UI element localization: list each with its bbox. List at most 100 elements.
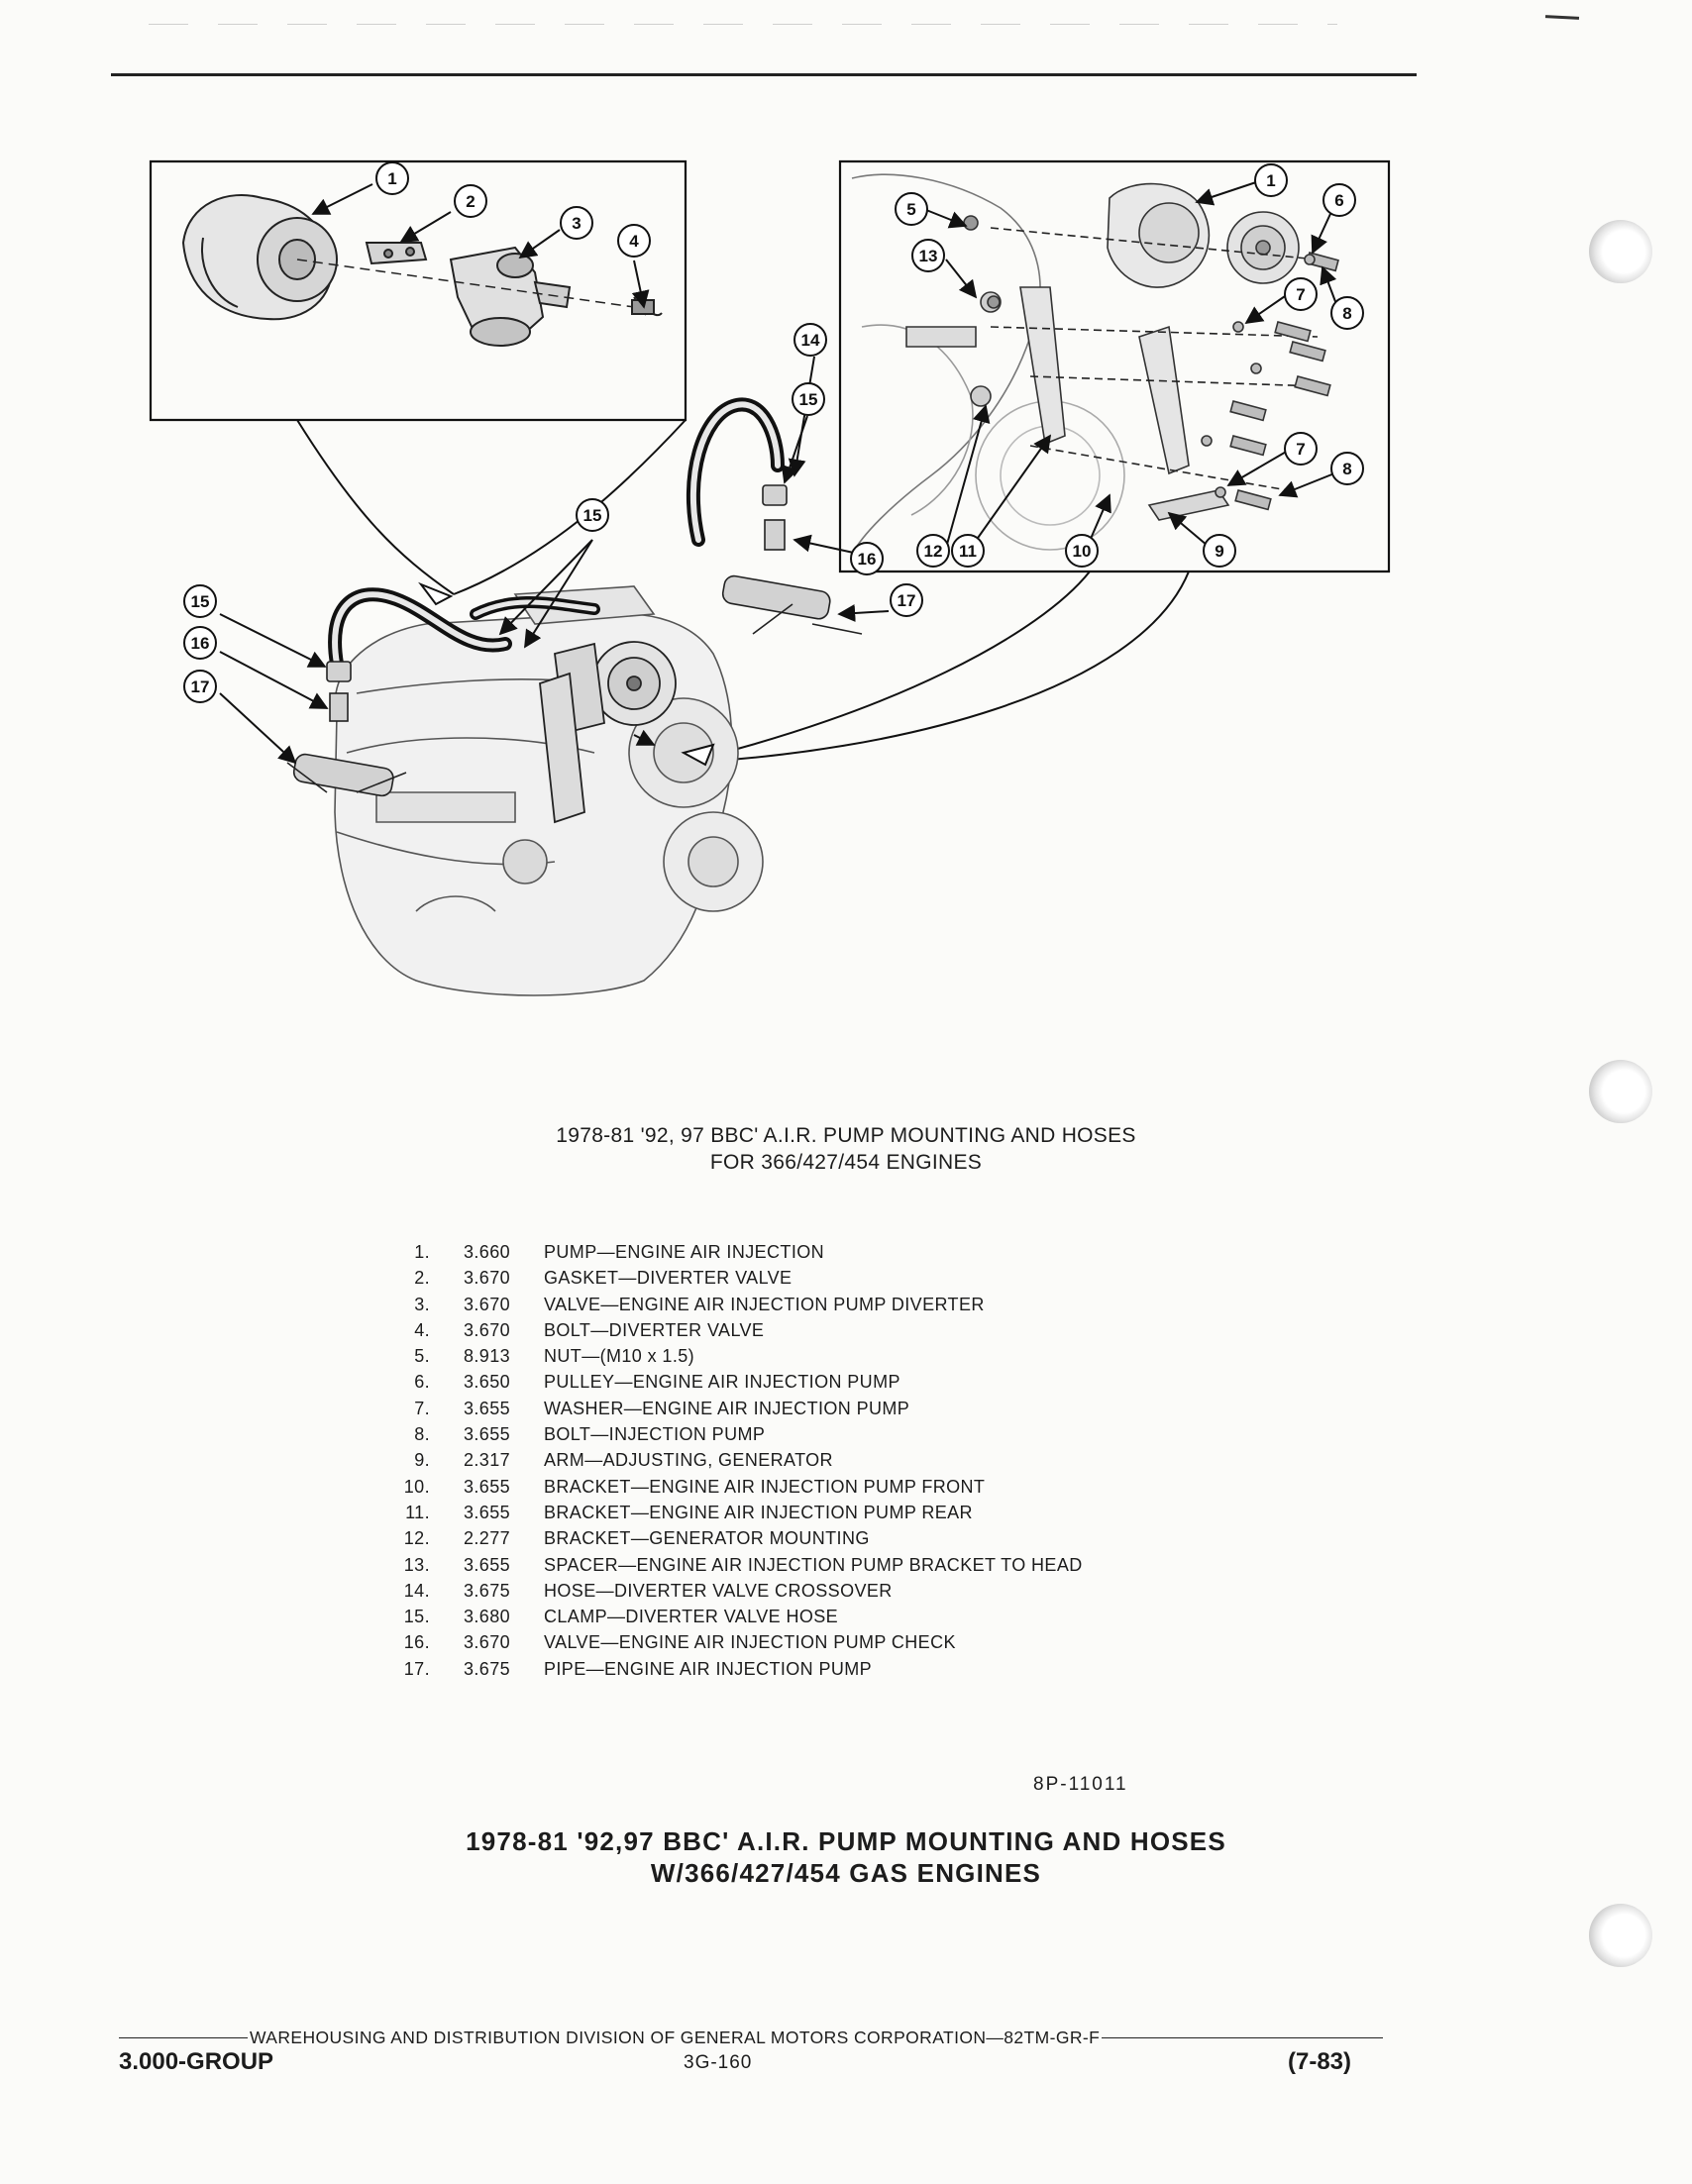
part-number: 17. <box>403 1658 430 1679</box>
callout-17b: 17 <box>183 670 217 703</box>
part-description: GASKET—DIVERTER VALVE <box>544 1268 793 1289</box>
footer-group: 3.000-GROUP <box>119 2048 274 2075</box>
callout-8b: 8 <box>1330 452 1364 485</box>
part-number: 2. <box>414 1268 430 1289</box>
svg-text:15: 15 <box>191 592 210 611</box>
callout-14: 14 <box>793 323 827 357</box>
callout-5: 5 <box>895 192 928 226</box>
part-group-code: 3.670 <box>464 1294 511 1314</box>
binder-hole-3 <box>1589 1904 1652 1967</box>
caption-small-line1: 1978-81 '92, 97 BBC' A.I.R. PUMP MOUNTIN… <box>556 1124 1136 1147</box>
part-group-code: 3.655 <box>464 1424 511 1445</box>
svg-text:3: 3 <box>572 214 581 233</box>
callout-16a: 16 <box>850 542 884 575</box>
part-description: VALVE—ENGINE AIR INJECTION PUMP CHECK <box>544 1632 956 1653</box>
callout-16b: 16 <box>183 626 217 660</box>
part-group-code: 2.277 <box>464 1528 511 1549</box>
part-number: 3. <box>414 1294 430 1314</box>
footer-revision-date: (7-83) <box>1288 2048 1352 2075</box>
svg-text:17: 17 <box>898 591 916 610</box>
part-description: BOLT—INJECTION PUMP <box>544 1424 766 1445</box>
svg-text:13: 13 <box>919 247 938 265</box>
part-number: 9. <box>414 1450 430 1471</box>
figure-caption-small: 1978-81 '92, 97 BBC' A.I.R. PUMP MOUNTIN… <box>0 1122 1692 1176</box>
svg-text:6: 6 <box>1334 191 1343 210</box>
part-group-code: 3.650 <box>464 1372 511 1393</box>
callout-6: 6 <box>1322 183 1356 217</box>
part-group-code: 3.675 <box>464 1580 511 1601</box>
svg-text:7: 7 <box>1296 440 1305 459</box>
svg-text:16: 16 <box>191 634 210 653</box>
svg-text:15: 15 <box>583 506 602 525</box>
part-description: BRACKET—ENGINE AIR INJECTION PUMP REAR <box>544 1502 973 1522</box>
svg-text:17: 17 <box>191 677 210 696</box>
leader-lines <box>219 181 1340 765</box>
part-group-code: 3.655 <box>464 1502 511 1522</box>
part-group-code: 3.660 <box>464 1242 511 1262</box>
part-group-code: 3.670 <box>464 1319 511 1340</box>
part-description: HOSE—DIVERTER VALVE CROSSOVER <box>544 1580 893 1601</box>
svg-text:4: 4 <box>629 232 639 251</box>
part-group-code: 3.655 <box>464 1554 511 1575</box>
callout-2: 2 <box>454 184 487 218</box>
callout-4: 4 <box>617 224 651 258</box>
part-number: 10. <box>403 1476 430 1497</box>
air-hoses <box>328 397 785 671</box>
figure-code: 8P-11011 <box>1033 1774 1128 1795</box>
caption-small-line2: FOR 366/427/454 ENGINES <box>709 1151 983 1174</box>
part-group-code: 3.655 <box>464 1476 511 1497</box>
svg-text:15: 15 <box>799 390 818 409</box>
callout-15a: 15 <box>792 382 825 416</box>
callout-8a: 8 <box>1330 296 1364 330</box>
header-rule <box>111 73 1417 76</box>
part-number: 13. <box>403 1554 430 1575</box>
part-description: WASHER—ENGINE AIR INJECTION PUMP <box>544 1398 910 1418</box>
callout-1b: 1 <box>1254 163 1288 197</box>
callout-3: 3 <box>560 206 593 240</box>
scan-faint-line <box>149 24 1337 25</box>
part-description: VALVE—ENGINE AIR INJECTION PUMP DIVERTER <box>544 1294 985 1314</box>
callout-1a: 1 <box>375 161 409 195</box>
part-group-code: 3.670 <box>464 1268 511 1289</box>
footer-page-number: 3G-160 <box>684 2052 753 2073</box>
part-description: NUT—(M10 x 1.5) <box>544 1346 695 1367</box>
callout-15b: 15 <box>576 498 609 532</box>
part-number: 11. <box>405 1502 430 1522</box>
caption-large-line2: W/366/427/454 GAS ENGINES <box>650 1858 1042 1888</box>
svg-text:14: 14 <box>801 331 820 350</box>
svg-text:1: 1 <box>1266 171 1275 190</box>
callout-bubbles: 1 2 3 4 5 13 1 6 7 8 7 8 9 10 11 12 14 1… <box>183 161 1364 703</box>
svg-text:8: 8 <box>1342 460 1351 478</box>
part-number: 5. <box>414 1346 430 1367</box>
part-number: 16. <box>403 1632 430 1653</box>
pipes-and-valves <box>286 484 863 797</box>
part-description: BRACKET—GENERATOR MOUNTING <box>544 1528 870 1549</box>
caption-large-line1: 1978-81 '92,97 BBC' A.I.R. PUMP MOUNTING… <box>466 1826 1226 1856</box>
callout-9: 9 <box>1203 534 1236 568</box>
part-group-code: 2.317 <box>464 1450 511 1471</box>
part-number: 1. <box>414 1242 430 1262</box>
svg-text:8: 8 <box>1342 304 1351 323</box>
footer-division-text: WAREHOUSING AND DISTRIBUTION DIVISION OF… <box>250 2028 1101 2047</box>
part-description: PUMP—ENGINE AIR INJECTION <box>544 1242 825 1262</box>
part-number: 4. <box>414 1319 430 1340</box>
footer-division-line: WAREHOUSING AND DISTRIBUTION DIVISION OF… <box>119 2028 1383 2048</box>
part-description: SPACER—ENGINE AIR INJECTION PUMP BRACKET… <box>544 1554 1083 1575</box>
part-description: PIPE—ENGINE AIR INJECTION PUMP <box>544 1658 873 1679</box>
part-group-code: 8.913 <box>464 1346 511 1367</box>
part-group-code: 3.655 <box>464 1398 511 1418</box>
engine-assembly <box>334 585 764 996</box>
callout-11: 11 <box>951 534 985 568</box>
binder-hole-2 <box>1589 1060 1652 1123</box>
svg-text:2: 2 <box>466 192 475 211</box>
main-air-pump <box>539 641 677 824</box>
svg-text:12: 12 <box>924 542 943 561</box>
part-number: 6. <box>414 1372 430 1393</box>
binder-hole-1 <box>1589 220 1652 283</box>
part-number: 12. <box>403 1528 430 1549</box>
part-number: 8. <box>414 1424 430 1445</box>
callout-7b: 7 <box>1284 432 1318 466</box>
callout-13: 13 <box>911 239 945 272</box>
svg-text:7: 7 <box>1296 285 1305 304</box>
callout-17a: 17 <box>890 583 923 617</box>
